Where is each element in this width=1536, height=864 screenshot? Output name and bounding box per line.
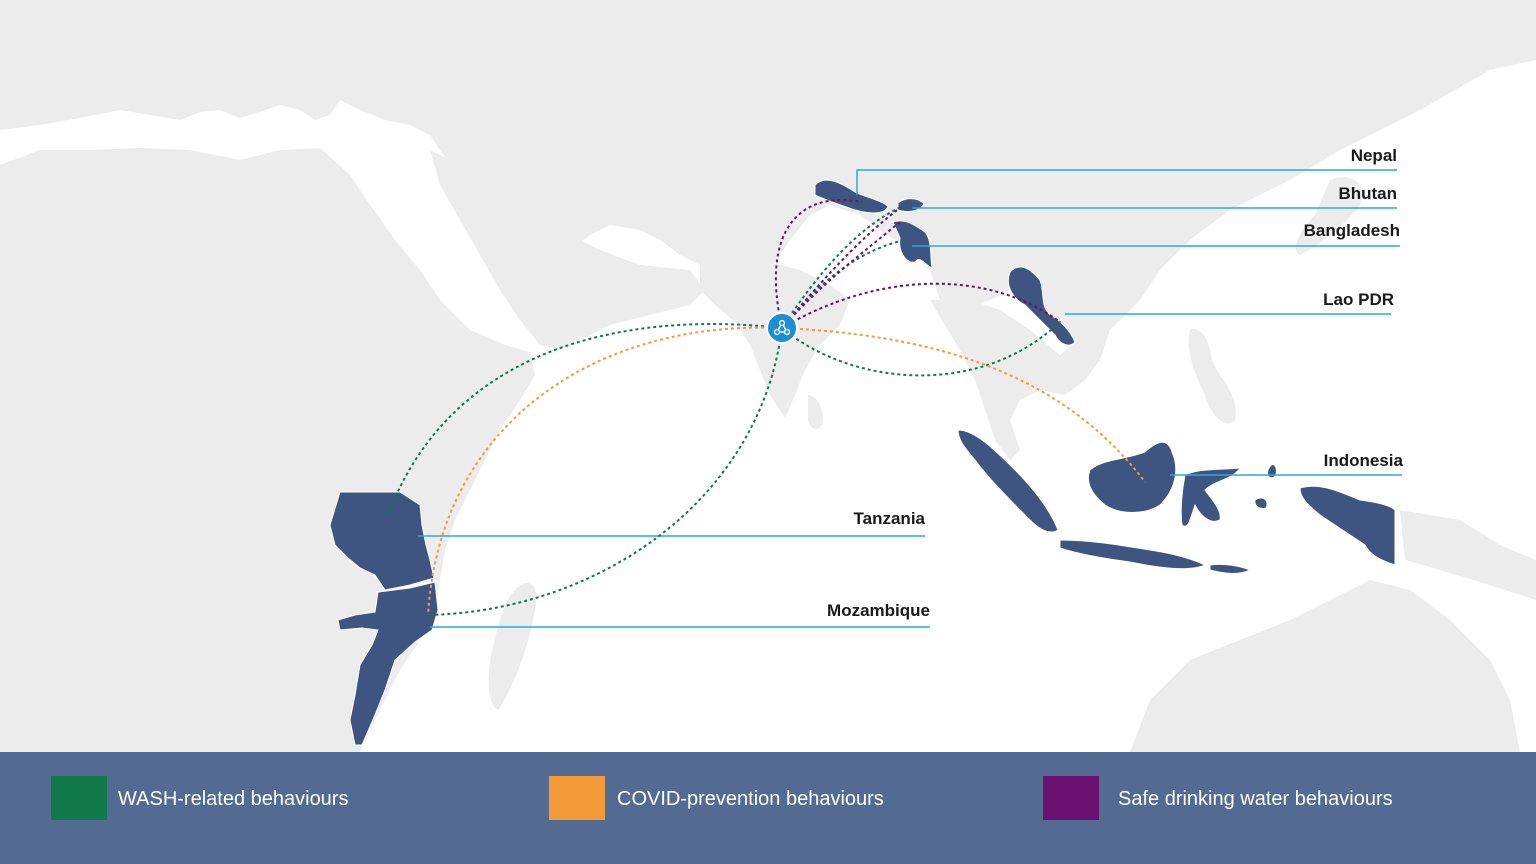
pacific-land [1400, 510, 1536, 600]
connection-arcs [387, 198, 1146, 616]
legend-swatch-wash [51, 776, 107, 820]
country-label-bangladesh: Bangladesh [1303, 221, 1400, 240]
arc-water-bhutan [781, 207, 901, 329]
legend-swatch-water [1043, 776, 1099, 820]
tanzania-shape [329, 491, 435, 591]
arc-wash-bhutan [781, 204, 906, 329]
landmass-layer [0, 0, 1536, 752]
madagascar-land [488, 582, 537, 710]
country-label-bhutan: Bhutan [1338, 184, 1397, 203]
country-label-mozambique: Mozambique [827, 601, 930, 620]
mozambique-shape [337, 581, 439, 746]
world-map [0, 0, 1536, 752]
indonesia-sulawesi-shape [1180, 467, 1242, 527]
indonesia-sumatra-shape [957, 429, 1059, 533]
australia-land [1130, 580, 1520, 752]
indonesia-borneo-shape [1087, 441, 1177, 513]
arc-wash-lao [781, 319, 1063, 377]
legend-label-covid: COVID-prevention behaviours [617, 788, 884, 810]
arabia-land [430, 150, 705, 350]
legend-swatch-covid [549, 776, 605, 820]
indonesia-papua-shape [1299, 485, 1396, 566]
arc-wash-tanzania [387, 323, 783, 516]
philippines-land [1188, 329, 1236, 424]
country-label-nepal: Nepal [1350, 146, 1397, 165]
eurasia-land [0, 0, 1536, 350]
bangladesh-shape [892, 220, 933, 269]
lao-shape [1007, 266, 1076, 346]
legend-label-water: Safe drinking water behaviours [1118, 788, 1393, 810]
sri-lanka-land [808, 395, 823, 430]
se-asia-land [930, 300, 1110, 460]
legend-label-wash: WASH-related behaviours [118, 788, 349, 810]
country-label-tanzania: Tanzania [853, 509, 925, 528]
country-label-lao: Lao PDR [1323, 290, 1394, 309]
network-hub-icon [766, 312, 798, 344]
arc-water-bangladesh [781, 221, 901, 329]
arc-water-nepal [774, 198, 863, 329]
leader-line-nepal [856, 169, 1397, 195]
country-label-indonesia: Indonesia [1323, 451, 1403, 470]
nepal-shape [814, 179, 889, 214]
arc-water-lao [781, 282, 1061, 329]
leader-lines [418, 169, 1402, 628]
legend-bar: WASH-related behaviours COVID-prevention… [0, 752, 1536, 864]
indonesia-java-shape [1059, 539, 1207, 570]
highlighted-countries [329, 179, 1396, 746]
arc-covid-mozambique [427, 326, 783, 616]
japan-land [1295, 176, 1363, 255]
